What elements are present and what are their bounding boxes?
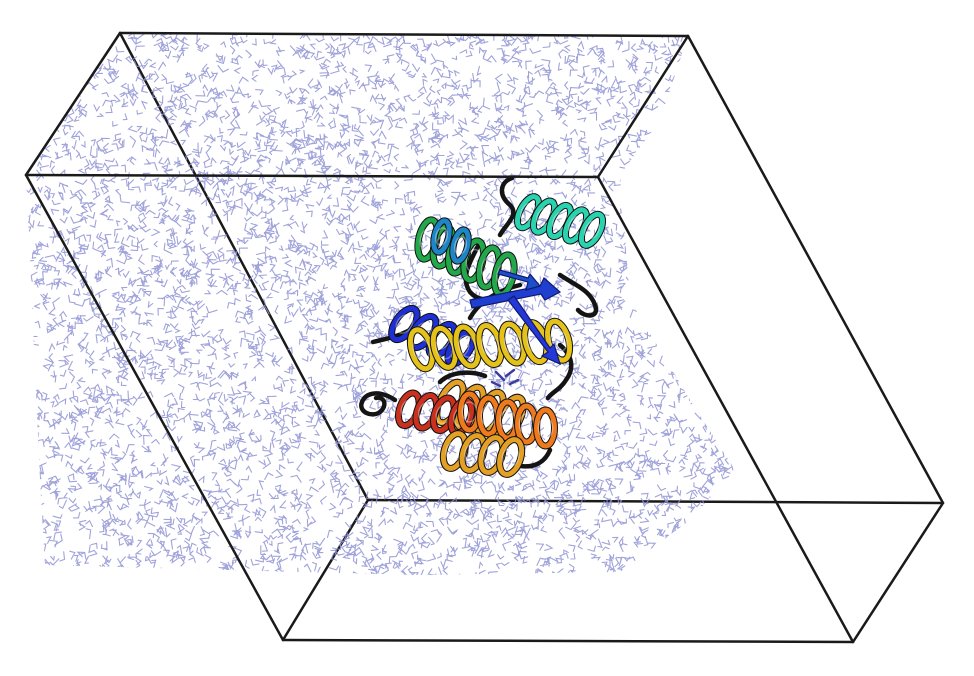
backbone-loops <box>359 175 599 469</box>
protein-cartoon <box>359 175 607 478</box>
helix-yellow <box>406 317 574 373</box>
beta-strand-3 <box>497 269 542 291</box>
beta-strands <box>469 269 562 366</box>
helix-teal <box>430 217 472 265</box>
box-back-edges <box>118 31 945 642</box>
beta-strand-2 <box>507 295 561 366</box>
central-side-chains <box>490 368 520 388</box>
alpha-helices <box>388 193 607 478</box>
helix-bottom <box>439 430 526 478</box>
water-network <box>26 33 735 575</box>
box-front-edges <box>24 31 945 644</box>
helix-orange <box>456 390 559 450</box>
solvent-water-molecules <box>26 33 735 575</box>
beta-strand-1 <box>469 277 562 309</box>
helix-cyan <box>513 193 607 249</box>
